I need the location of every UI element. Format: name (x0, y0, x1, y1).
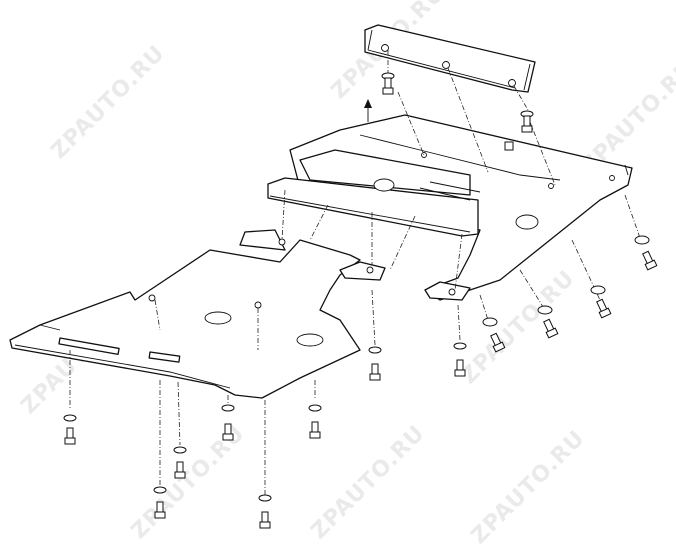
bolt-top-right (520, 110, 534, 133)
bolt-rear-1 (482, 317, 506, 353)
bolt-rear-4 (634, 235, 658, 271)
watermark-text: ZPAUTO.RU (307, 421, 431, 545)
bolt-front-4 (221, 404, 235, 441)
bolt-front-5 (258, 494, 272, 529)
bolt-mid-2 (453, 342, 467, 377)
bolt-front-2 (173, 446, 187, 479)
alignment-lines (69, 50, 641, 495)
top-bracket (364, 24, 536, 93)
bolt-front-1 (63, 414, 77, 445)
fasteners (63, 72, 658, 529)
bolt-front-6 (308, 404, 322, 439)
bolt-rear-2 (537, 305, 559, 339)
middle-bracket (267, 114, 633, 301)
bolt-rear-3 (590, 285, 612, 319)
arrow-icon (364, 99, 372, 122)
watermark-text: ZPAUTO.RU (47, 41, 171, 165)
watermark-text: ZPAUTO.RU (467, 426, 591, 550)
bolt-mid-1 (368, 346, 382, 381)
bolt-front-3 (153, 486, 167, 519)
front-skid-plate (9, 229, 471, 399)
nut-middle (504, 141, 514, 151)
bolt-top-left (381, 72, 395, 95)
